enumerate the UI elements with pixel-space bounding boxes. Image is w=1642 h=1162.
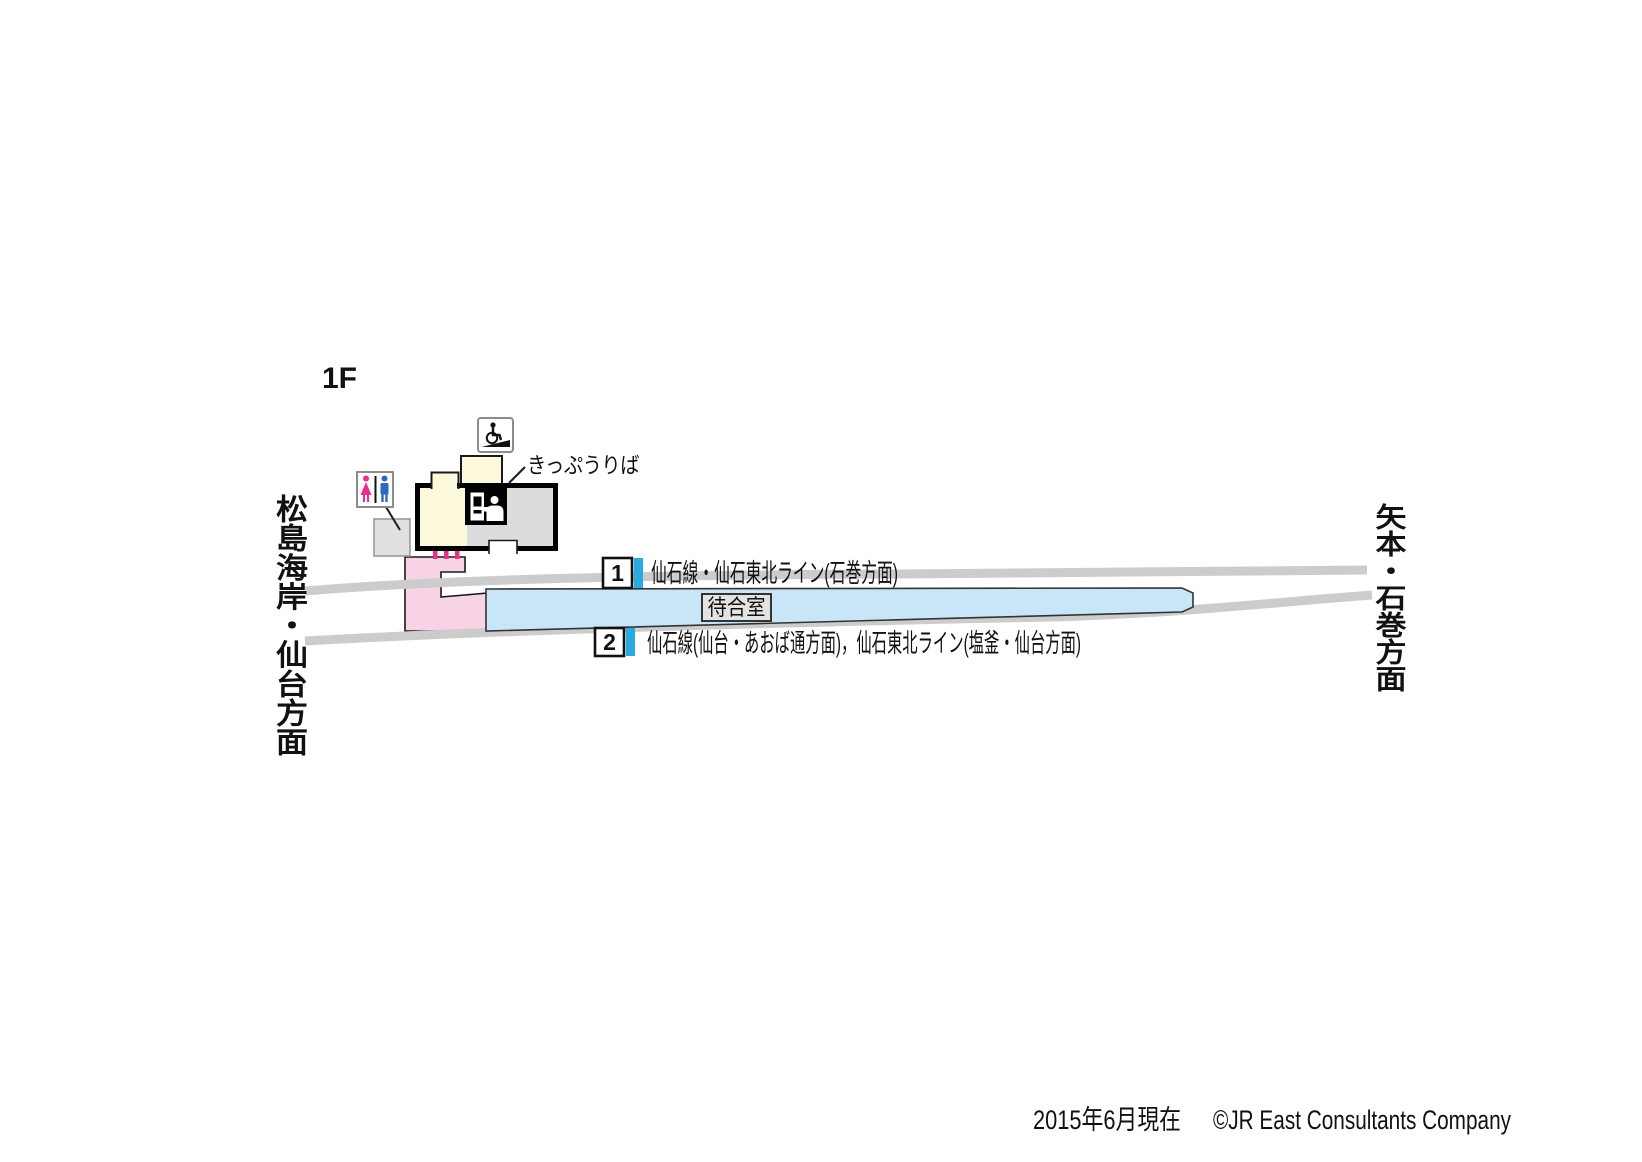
stairs-icon xyxy=(433,546,460,559)
ticket-office-label: きっぷうりば xyxy=(527,453,639,478)
direction-label-right: 矢本・石巻方面 xyxy=(1371,503,1408,692)
building-cream-area xyxy=(420,488,467,546)
restroom-icon xyxy=(356,471,394,508)
platform1-number-box xyxy=(601,556,634,590)
platform2-number: 2 xyxy=(603,629,616,655)
platform2-number-box xyxy=(593,626,626,658)
walkway-area xyxy=(404,556,489,632)
restroom-pointer-line xyxy=(385,506,401,531)
platform2-line-color-bar xyxy=(626,628,635,656)
platform1-row: 1 仙石線・仙石東北ライン(石巻方面) xyxy=(601,556,898,590)
female-icon xyxy=(360,475,372,502)
platform1-number: 1 xyxy=(611,560,624,586)
station-building xyxy=(415,455,558,555)
building-upper-extension xyxy=(460,455,503,487)
restroom-building xyxy=(373,518,411,557)
male-icon xyxy=(380,475,389,502)
platform2-row: 2 仙石線(仙台・あおば通方面)，仙石東北ライン(塩釜・仙台方面) xyxy=(593,626,1081,658)
track-line-upper xyxy=(304,565,1368,596)
ticket-machine-icon xyxy=(470,492,484,521)
waiting-room: 待合室 xyxy=(701,593,772,622)
entrance-gap xyxy=(488,539,518,555)
platform1-line-color-bar xyxy=(634,558,643,588)
building-top-notch xyxy=(432,473,457,491)
floor-label: 1F xyxy=(322,362,357,395)
platform-shape xyxy=(485,587,1194,632)
footer-copyright: ©JR East Consultants Company xyxy=(1213,1105,1511,1135)
platform1-label: 仙石線・仙石東北ライン(石巻方面) xyxy=(651,558,898,588)
platform2-label: 仙石線(仙台・あおば通方面)，仙石東北ライン(塩釜・仙台方面) xyxy=(647,628,1081,658)
waiting-room-label: 待合室 xyxy=(708,595,766,620)
building-top-notch-border xyxy=(430,471,460,489)
ticket-office-pointer-line xyxy=(508,466,526,484)
footer-date: 2015年6月現在 xyxy=(1033,1105,1181,1135)
direction-label-left: 松島海岸・仙台方面 xyxy=(272,494,308,756)
wheelchair-ramp-icon xyxy=(477,417,514,453)
staff-icon xyxy=(484,496,504,521)
